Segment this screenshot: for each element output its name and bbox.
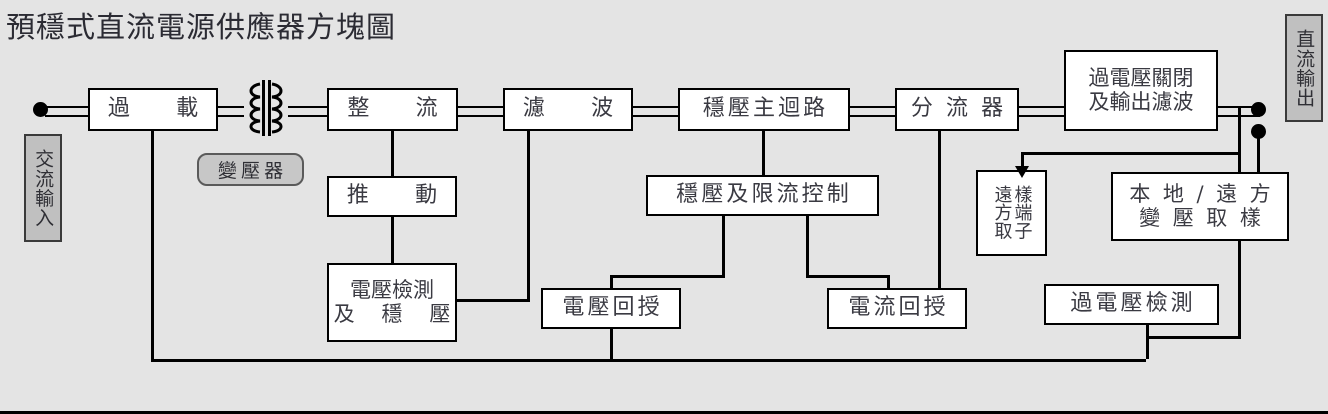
wire-transformer-to-rectifier <box>288 106 328 117</box>
block-driver[interactable]: 推 動 <box>327 176 457 217</box>
wire-remote-sense-drop <box>1021 152 1024 172</box>
block-overload-label: 過 載 <box>107 96 211 122</box>
wire-overload-down <box>151 130 154 362</box>
block-local-remote-sense[interactable]: 本 地 / 遠 方 變 壓 取 樣 <box>1111 172 1289 241</box>
wire-control-down-left <box>722 216 725 278</box>
block-remote-sense-terminal[interactable]: 樣端子 遠方取 <box>976 170 1047 256</box>
block-ovp-detect-label: 過電壓檢測 <box>1070 291 1196 317</box>
wire-control-down-right <box>806 216 809 278</box>
terminal-dc-output-label: 直流輸出 <box>1293 28 1316 108</box>
terminal-ac-input: 交流輸入 <box>24 134 62 242</box>
block-regulator-main[interactable]: 穩壓主迴路 <box>678 88 850 131</box>
wire-filter-to-volt-detect <box>456 299 530 302</box>
ac-input-node-dot <box>33 102 48 117</box>
wire-curr-feedback-stub-top <box>887 275 890 289</box>
block-ovp-shutdown[interactable]: 過電壓關閉 及輸出濾波 <box>1064 50 1218 131</box>
terminal-dc-output: 直流輸出 <box>1285 14 1323 122</box>
label-transformer-caption-text: 變壓器 <box>217 160 288 182</box>
dc-output-node-dot-negative <box>1251 124 1266 139</box>
block-ovp-detect[interactable]: 過電壓檢測 <box>1044 284 1219 325</box>
block-filter-label: 濾 波 <box>522 96 626 122</box>
wire-overload-to-transformer <box>216 106 244 117</box>
wire-local-remote-to-ovp-detect <box>1146 336 1241 339</box>
block-current-feedback[interactable]: 電流回授 <box>827 288 967 329</box>
block-rectifier-label: 整 流 <box>347 96 450 122</box>
label-transformer-caption: 變壓器 <box>197 153 304 186</box>
block-volt-detect-line2: 及 穩 壓 <box>333 301 454 326</box>
block-volt-detect-line1: 電壓檢測 <box>350 277 434 302</box>
block-local-remote-line2: 變 壓 取 樣 <box>1139 205 1264 230</box>
block-regulate-current-limit-control[interactable]: 穩壓及限流控制 <box>646 175 879 216</box>
block-ovp-shutdown-line1: 過電壓關閉 <box>1088 65 1194 90</box>
block-remote-sense-col-right: 樣端子 <box>1011 185 1033 241</box>
block-shunt-label: 分 流 器 <box>910 96 1007 122</box>
block-overload[interactable]: 過 載 <box>88 88 218 131</box>
wire-driver-to-volt-detect <box>391 216 394 264</box>
block-ovp-shutdown-line2: 及輸出濾波 <box>1088 89 1194 114</box>
block-regulate-control-label: 穩壓及限流控制 <box>676 182 852 208</box>
terminal-ac-input-label: 交流輸入 <box>32 148 55 228</box>
wire-filter-to-regulator <box>632 106 680 117</box>
block-voltage-feedback-label: 電壓回授 <box>562 295 663 321</box>
wire-control-to-volt-feedback <box>610 275 725 278</box>
wire-regulator-to-shunt <box>850 106 898 117</box>
wire-volt-feedback-stub-top <box>610 275 613 289</box>
block-voltage-feedback[interactable]: 電壓回授 <box>541 288 681 329</box>
page-title: 預穩式直流電源供應器方塊圖 <box>6 10 397 44</box>
block-filter[interactable]: 濾 波 <box>503 88 633 131</box>
wire-ovp-detect-down <box>1146 317 1149 359</box>
wire-shunt-to-curr-feedback <box>938 130 941 290</box>
block-volt-detect-regulate[interactable]: 電壓檢測 及 穩 壓 <box>327 263 457 342</box>
block-rectifier[interactable]: 整 流 <box>327 88 458 131</box>
block-regulator-main-label: 穩壓主迴路 <box>702 96 829 122</box>
wire-rectifier-to-filter <box>458 106 504 117</box>
block-driver-label: 推 動 <box>346 183 450 209</box>
block-current-feedback-label: 電流回授 <box>848 295 949 321</box>
arrow-to-remote-sense-terminal <box>1015 166 1029 178</box>
wire-output-sense-left <box>1021 152 1241 155</box>
wire-filter-down <box>527 130 530 302</box>
wire-volt-feedback-to-bus <box>610 320 613 362</box>
wire-ac-to-overload <box>45 106 90 117</box>
block-shunt[interactable]: 分 流 器 <box>895 88 1019 131</box>
wire-shunt-to-ovp-shutdown <box>1018 106 1066 117</box>
wire-local-remote-down <box>1238 241 1241 339</box>
wire-rectifier-to-driver <box>391 130 394 178</box>
block-remote-sense-col-left: 遠方取 <box>991 185 1013 241</box>
wire-neg-output-down <box>1257 134 1260 174</box>
dc-output-node-dot-positive <box>1251 102 1266 117</box>
wire-regulator-to-control <box>762 130 765 176</box>
wire-control-to-curr-feedback <box>806 275 890 278</box>
wire-bottom-return-bus <box>151 359 1146 362</box>
block-local-remote-line1: 本 地 / 遠 方 <box>1129 181 1274 206</box>
wire-output-sense-down <box>1238 108 1241 224</box>
transformer-icon <box>249 80 283 136</box>
